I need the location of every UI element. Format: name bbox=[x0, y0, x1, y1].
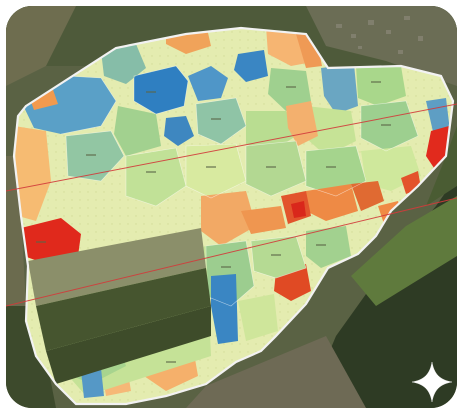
zone bbox=[238, 294, 278, 341]
zone bbox=[426, 98, 450, 136]
zone bbox=[351, 181, 384, 211]
zone bbox=[21, 218, 81, 264]
zone bbox=[126, 148, 186, 206]
map-canvas bbox=[6, 6, 457, 408]
zone bbox=[234, 50, 268, 82]
zone bbox=[268, 68, 311, 111]
zone bbox=[201, 191, 256, 246]
zone bbox=[246, 141, 306, 196]
zone bbox=[291, 201, 306, 218]
inner-grass-strip bbox=[28, 228, 211, 384]
zone bbox=[114, 106, 161, 156]
zone bbox=[306, 146, 366, 196]
zone bbox=[81, 368, 104, 398]
zone bbox=[186, 144, 246, 198]
zone bbox=[286, 101, 318, 146]
zone bbox=[321, 64, 358, 114]
zone bbox=[101, 44, 146, 84]
zone bbox=[211, 274, 238, 344]
zone bbox=[134, 66, 188, 114]
zone bbox=[14, 126, 51, 221]
zone bbox=[251, 236, 306, 278]
map-card bbox=[6, 6, 457, 408]
zone bbox=[306, 106, 356, 156]
zone bbox=[306, 226, 351, 268]
zone bbox=[164, 116, 194, 146]
zone bbox=[356, 66, 406, 106]
powerlines bbox=[6, 103, 457, 307]
sparkle-badge[interactable] bbox=[410, 360, 454, 404]
field-boundary bbox=[12, 26, 455, 406]
zone bbox=[196, 98, 246, 144]
zone bbox=[306, 184, 358, 221]
sparkle-icon bbox=[411, 361, 453, 403]
zone bbox=[241, 206, 286, 234]
zone bbox=[188, 66, 228, 101]
